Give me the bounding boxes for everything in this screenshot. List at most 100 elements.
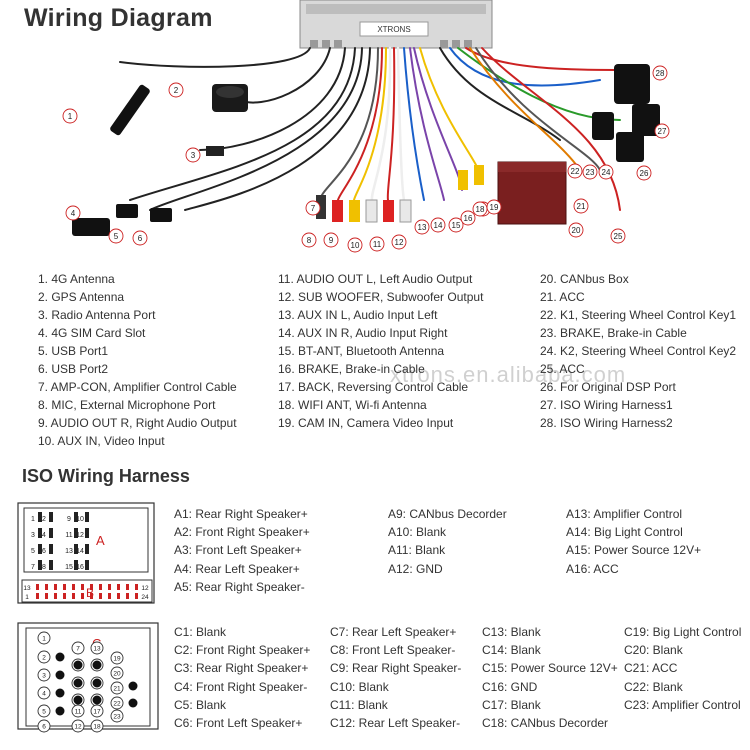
callout-26: 26 bbox=[636, 165, 652, 181]
svg-text:6: 6 bbox=[42, 548, 46, 555]
sim-card-slot bbox=[72, 218, 110, 236]
iso-pin-item: C11: Blank bbox=[330, 697, 388, 712]
legend-item: 2. GPS Antenna bbox=[38, 290, 125, 304]
iso-pin-item: C6: Front Left Speaker+ bbox=[174, 715, 303, 730]
svg-text:7: 7 bbox=[76, 645, 80, 652]
svg-text:20: 20 bbox=[572, 226, 581, 235]
legend-item: 22. K1, Steering Wheel Control Key1 bbox=[540, 308, 737, 322]
connector-b-pin-label: 12 bbox=[141, 585, 149, 592]
iso-pin-item: C22: Blank bbox=[624, 679, 683, 694]
svg-text:7: 7 bbox=[31, 564, 35, 571]
connector-b-pin-mark bbox=[90, 593, 93, 599]
connector-c-pin: 2 bbox=[37, 650, 51, 664]
iso-pin-item: C4: Front Right Speaker- bbox=[174, 679, 308, 694]
connector-b-pin-label: 13 bbox=[23, 585, 31, 592]
callout-8: 8 bbox=[301, 232, 317, 248]
iso-pin-item: C10: Blank bbox=[330, 679, 389, 694]
svg-text:22: 22 bbox=[571, 167, 580, 176]
svg-text:22: 22 bbox=[113, 700, 121, 707]
connector-b-pin-mark bbox=[36, 593, 39, 599]
radio-antenna-plug bbox=[206, 146, 224, 156]
connector-a-pin: 9 bbox=[67, 512, 78, 523]
svg-text:4: 4 bbox=[42, 532, 46, 539]
connector-c: C 1713281419391520410162151117226121823 bbox=[17, 622, 159, 733]
connector-b-pin-mark bbox=[63, 593, 66, 599]
connector-a-pin: 2 bbox=[42, 512, 53, 523]
connector-c-socket bbox=[92, 695, 102, 705]
iso-pin-item: A15: Power Source 12V+ bbox=[566, 543, 702, 558]
connector-b-pin-label: 24 bbox=[141, 594, 149, 601]
iso-pin-item: C8: Front Left Speaker- bbox=[330, 643, 456, 658]
legend-item: 13. AUX IN L, Audio Input Left bbox=[278, 308, 438, 322]
cables bbox=[119, 46, 631, 211]
legend-item: 28. ISO Wiring Harness2 bbox=[540, 416, 673, 430]
svg-text:10: 10 bbox=[76, 516, 84, 523]
svg-text:1: 1 bbox=[68, 112, 73, 121]
legend-item: 10. AUX IN, Video Input bbox=[38, 434, 165, 448]
connector-b-pin-mark bbox=[117, 593, 120, 599]
connector-a-pin: 7 bbox=[31, 560, 42, 571]
connector-c-pin: 13 bbox=[90, 641, 104, 655]
connector-c-socket bbox=[92, 678, 102, 688]
svg-text:13: 13 bbox=[418, 223, 427, 232]
svg-text:14: 14 bbox=[76, 548, 84, 555]
svg-text:26: 26 bbox=[640, 169, 649, 178]
svg-text:1: 1 bbox=[42, 635, 46, 642]
iso-pin-item: C21: ACC bbox=[624, 661, 678, 676]
svg-text:25: 25 bbox=[614, 232, 623, 241]
iso-pin-item: C17: Blank bbox=[482, 697, 541, 712]
svg-text:5: 5 bbox=[31, 548, 35, 555]
connector-a-pin: 8 bbox=[42, 560, 53, 571]
svg-text:4: 4 bbox=[42, 690, 46, 697]
iso-pin-item: A2: Front Right Speaker+ bbox=[174, 525, 310, 540]
svg-text:6: 6 bbox=[138, 234, 143, 243]
svg-text:15: 15 bbox=[452, 221, 461, 230]
connector-b-pin-label: 1 bbox=[25, 594, 29, 601]
connector-a-pin: 11 bbox=[65, 528, 78, 539]
connector-a-label: A bbox=[96, 533, 105, 548]
connector-b-pin-mark bbox=[54, 593, 57, 599]
connector-c-socket bbox=[73, 695, 83, 705]
connector-b-pin-mark bbox=[126, 584, 129, 590]
head-unit: XTRONS bbox=[299, 0, 493, 49]
legend-item: 21. ACC bbox=[540, 290, 585, 304]
callout-13: 13 bbox=[414, 219, 430, 235]
svg-text:15: 15 bbox=[65, 564, 73, 571]
svg-text:13: 13 bbox=[93, 645, 101, 652]
iso-pin-item: A16: ACC bbox=[566, 561, 619, 576]
svg-text:12: 12 bbox=[76, 532, 84, 539]
connector-b-pin-mark bbox=[108, 584, 111, 590]
connector-c-pin: 11 bbox=[71, 704, 85, 718]
connector-b-pin-mark bbox=[99, 584, 102, 590]
legend-item: 1. 4G Antenna bbox=[38, 272, 115, 286]
svg-text:27: 27 bbox=[658, 127, 667, 136]
connector-c-pin: 17 bbox=[90, 704, 104, 718]
connector-c-socket bbox=[55, 688, 65, 698]
connector-c-pin: 4 bbox=[37, 686, 51, 700]
connector-a-pin: 14 bbox=[76, 544, 89, 555]
connector-b-pin-mark bbox=[81, 593, 84, 599]
watermark: xtrons.en.alibaba.com bbox=[390, 362, 627, 387]
svg-text:21: 21 bbox=[113, 685, 121, 692]
connector-a-pin: 13 bbox=[65, 544, 78, 555]
svg-text:11: 11 bbox=[65, 532, 72, 539]
legend-item: 23. BRAKE, Brake-in Cable bbox=[540, 326, 687, 340]
iso-c-col-2: C7: Rear Left Speaker+C8: Front Left Spe… bbox=[330, 623, 461, 732]
svg-text:11: 11 bbox=[373, 240, 382, 249]
callout-7: 7 bbox=[305, 200, 321, 216]
svg-text:3: 3 bbox=[31, 532, 35, 539]
rca-plugs bbox=[316, 165, 484, 223]
legend-item: 17. BACK, Reversing Control Cable bbox=[278, 380, 469, 394]
connector-b-pin-mark bbox=[81, 584, 84, 590]
svg-text:12: 12 bbox=[74, 723, 82, 730]
callout-25: 25 bbox=[610, 228, 626, 244]
svg-text:9: 9 bbox=[329, 236, 334, 245]
connector-a-pin: 6 bbox=[42, 544, 53, 555]
callout-15: 15 bbox=[448, 217, 464, 233]
